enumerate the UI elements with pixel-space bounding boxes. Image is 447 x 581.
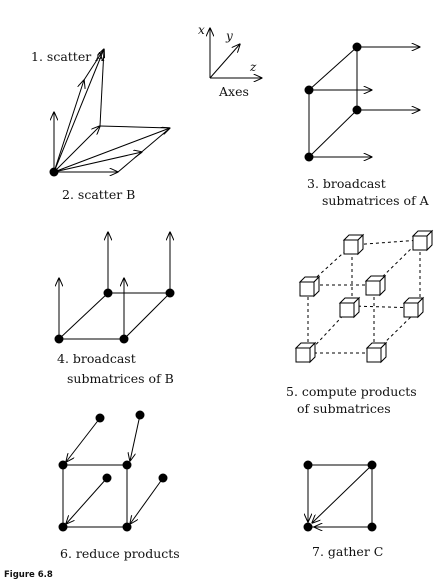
node <box>103 288 113 298</box>
node <box>102 473 112 483</box>
processor-cube <box>365 341 388 364</box>
node <box>58 460 68 470</box>
step-7-label: 7. gather C <box>312 544 383 559</box>
panel-compute-products: 5. compute products of submatrices <box>286 229 434 416</box>
node <box>303 460 313 470</box>
scatter-a-edge <box>83 48 105 81</box>
scatter-a-edge <box>99 48 105 127</box>
scatter-b-edge <box>117 127 171 173</box>
scatter-a-arrow-4 <box>53 126 100 173</box>
processor-cube <box>338 296 361 319</box>
processor-cube <box>294 341 317 364</box>
processor-cube <box>411 229 434 252</box>
node <box>352 105 362 115</box>
node <box>95 413 105 423</box>
step-5-label-line-2: of submatrices <box>297 401 391 416</box>
edge <box>58 292 109 340</box>
node <box>54 334 64 344</box>
panel-gather-c: 7. gather C <box>303 460 383 559</box>
node <box>122 522 132 532</box>
node <box>304 85 314 95</box>
dashed-edge <box>373 239 421 286</box>
panel-reduce-products: 6. reduce products <box>58 410 180 561</box>
step-2-label: 2. scatter B <box>62 187 135 202</box>
processor-cube <box>298 275 321 298</box>
scatter-b-arrow-3 <box>53 128 170 173</box>
x-axis-label: x <box>198 23 205 37</box>
reduce-arrow <box>130 414 141 461</box>
processor-cube <box>364 274 387 297</box>
node <box>122 460 132 470</box>
step-5-label-line-1: 5. compute products <box>286 384 417 399</box>
node <box>165 288 175 298</box>
node <box>367 522 377 532</box>
node <box>352 42 362 52</box>
step-6-label: 6. reduce products <box>60 546 180 561</box>
y-axis-arrow <box>209 44 240 79</box>
node <box>304 152 314 162</box>
step-4-label-line-2: submatrices of B <box>67 371 174 386</box>
dashed-edge <box>351 239 421 246</box>
edge <box>308 46 358 91</box>
scatter-b-edge <box>99 125 171 129</box>
processor-cube <box>342 233 365 256</box>
scatter-b-arrow-2 <box>53 152 142 173</box>
step-1-label: 1. scatter A <box>31 49 105 64</box>
node <box>303 522 313 532</box>
panel-broadcast-a: 3. broadcast submatrices of A <box>304 42 430 208</box>
figure-caption: Figure 6.8 <box>4 570 53 580</box>
node <box>119 334 129 344</box>
reduce-arrow <box>130 477 164 524</box>
reduce-arrow <box>66 477 108 524</box>
gather-arrow <box>312 464 373 523</box>
node <box>58 522 68 532</box>
node <box>367 460 377 470</box>
axes-title: Axes <box>218 84 249 99</box>
panel-scatter: 1. scatter A 2. scatter B <box>31 49 170 202</box>
scatter-a-arrow-2 <box>53 80 84 173</box>
processor-cube <box>402 296 425 319</box>
z-axis-label: z <box>249 60 257 74</box>
axes-legend: x y z Axes <box>198 23 262 99</box>
y-axis-label: y <box>225 29 233 43</box>
edge <box>123 292 171 340</box>
dashed-edge <box>373 307 421 354</box>
node <box>158 473 168 483</box>
panel-broadcast-b: 4. broadcast submatrices of B <box>54 232 175 386</box>
step-4-label-line-1: 4. broadcast <box>57 351 136 366</box>
edge <box>308 109 358 158</box>
step-3-label-line-1: 3. broadcast <box>307 176 386 191</box>
scatter-a-arrow-3 <box>53 49 104 173</box>
dashed-edge <box>307 305 353 354</box>
reduce-arrow <box>66 417 101 462</box>
step-3-label-line-2: submatrices of A <box>322 193 430 208</box>
origin-node <box>49 167 59 177</box>
node <box>135 410 145 420</box>
